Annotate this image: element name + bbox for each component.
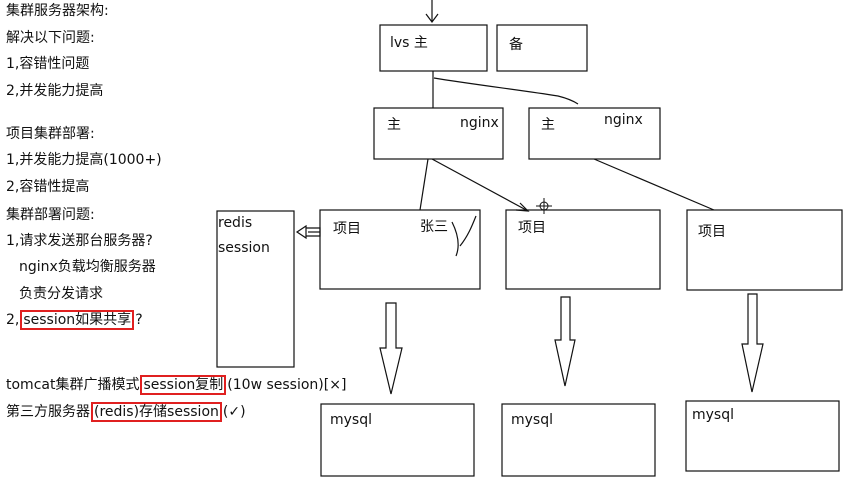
mysql-box-1 (320, 403, 475, 477)
lvs-backup-box (496, 24, 588, 72)
project-to-redis-arrowhead (295, 224, 307, 240)
project-2-arrowhead (515, 202, 530, 212)
note-third-party: 第三方服务器(redis)存储session(✓) (6, 402, 246, 422)
project-to-redis-arrow-body (306, 227, 321, 237)
nginx-left-role-label: 主 (387, 117, 401, 133)
note-solve-1: 1,容错性问题 (6, 56, 90, 72)
nginx-right-role-label: 主 (541, 117, 555, 133)
lvs-backup-label: 备 (509, 37, 523, 53)
note-third-prefix: 第三方服务器 (6, 404, 90, 420)
nginx-right-to-project-3 (593, 158, 715, 211)
project-box-2 (505, 209, 661, 290)
project-3-label: 项目 (698, 224, 726, 240)
note-deploy-2: 2,容错性提高 (6, 179, 90, 195)
note-issues-title: 集群部署问题: (6, 207, 95, 223)
project-3-to-mysql-arrow (741, 293, 764, 393)
note-solve-title: 解决以下问题: (6, 30, 95, 46)
lvs-main-label: lvs 主 (390, 35, 428, 51)
note-issue-2-highlight: session如果共享 (20, 310, 135, 330)
note-solve-2: 2,并发能力提高 (6, 83, 104, 99)
project-1-label: 项目 (333, 221, 361, 237)
nginx-left-to-project-2 (431, 158, 529, 212)
project-box-3 (686, 209, 843, 291)
crosshair-icon (536, 198, 552, 214)
user-strike-mark (451, 215, 477, 257)
nginx-left-name-label: nginx (460, 115, 499, 131)
note-tomcat-suffix: (10w session)[×] (227, 377, 347, 393)
mysql-3-label: mysql (692, 407, 734, 423)
redis-session-box (216, 210, 295, 368)
redis-label-line-2: session (218, 240, 270, 256)
note-deploy-title: 项目集群部署: (6, 126, 95, 142)
incoming-arrowhead (425, 13, 439, 23)
redis-label-line-1: redis (218, 215, 253, 231)
mysql-2-label: mysql (511, 412, 553, 428)
project-2-to-mysql-arrow (554, 296, 576, 387)
project-1-user-label: 张三 (420, 219, 448, 235)
note-issue-2: 2,session如果共享? (6, 310, 143, 330)
note-third-suffix: (✓) (222, 404, 246, 420)
mysql-box-3 (685, 400, 840, 472)
note-tomcat-highlight: session复制 (140, 375, 227, 395)
note-tomcat-prefix: tomcat集群广播模式 (6, 377, 140, 393)
nginx-right-name-label: nginx (604, 112, 643, 128)
note-issue-1-a: nginx负载均衡服务器 (19, 259, 156, 275)
lvs-to-nginx-right (433, 77, 579, 105)
note-architecture-title: 集群服务器架构: (6, 3, 109, 19)
note-deploy-1: 1,并发能力提高(1000+) (6, 152, 162, 168)
project-2-label: 项目 (518, 220, 546, 236)
nginx-left-to-project-1 (419, 158, 429, 211)
note-issue-1: 1,请求发送那台服务器? (6, 233, 153, 249)
nginx-left-box (373, 107, 504, 160)
note-issue-2-prefix: 2, (6, 312, 20, 328)
note-issue-2-suffix: ? (135, 312, 143, 328)
project-box-1 (319, 209, 481, 290)
note-third-highlight: (redis)存储session (91, 402, 222, 422)
note-issue-1-b: 负责分发请求 (19, 286, 103, 302)
mysql-box-2 (501, 403, 656, 477)
mysql-1-label: mysql (330, 412, 372, 428)
project-1-to-mysql-arrow (379, 302, 403, 395)
